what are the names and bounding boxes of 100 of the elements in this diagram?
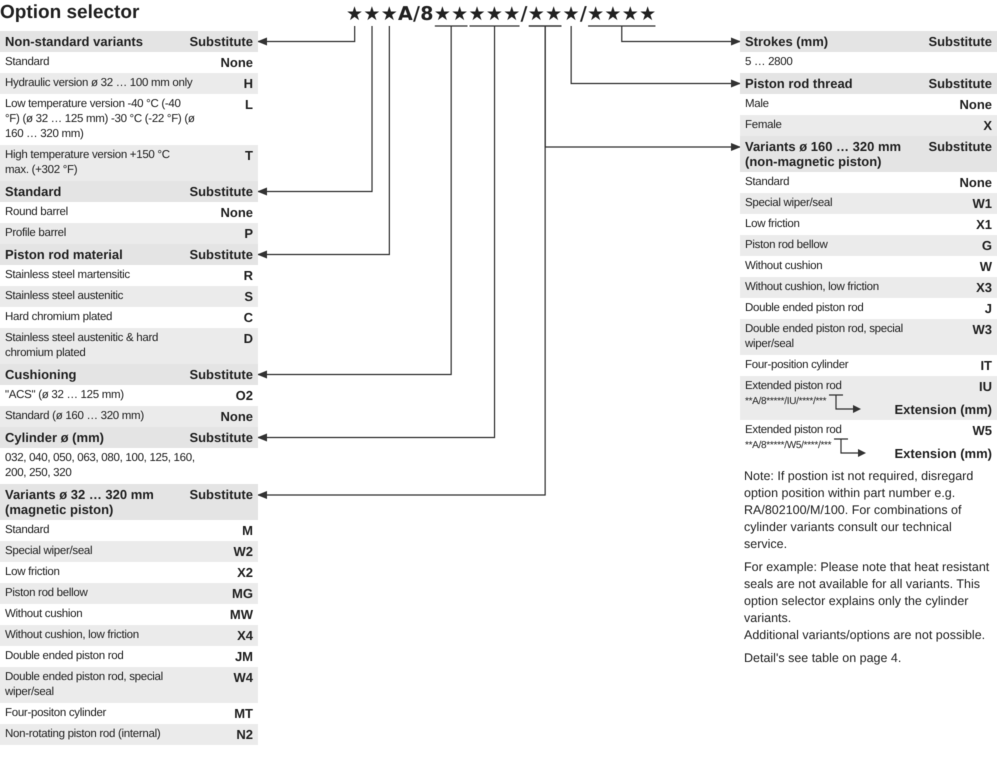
- table-title: Standard: [5, 184, 62, 199]
- option-label: Four-position cylinder: [745, 358, 848, 373]
- option-code: H: [244, 76, 253, 91]
- option-code: X1: [976, 217, 992, 232]
- option-code: JM: [234, 649, 253, 664]
- column-heading: Substitute: [189, 487, 253, 502]
- option-code: W5: [972, 423, 992, 438]
- option-code: X3: [976, 280, 992, 295]
- option-code: W1: [972, 196, 992, 211]
- option-code: W2: [234, 544, 253, 559]
- option-code: None: [220, 205, 253, 220]
- option-code: IT: [980, 358, 992, 373]
- option-label: Without cushion: [745, 259, 822, 274]
- option-code: MG: [232, 586, 253, 601]
- option-label: Double ended piston rod: [745, 301, 864, 316]
- note-text: Additional variants/options are not possible.: [744, 627, 986, 644]
- option-code: S: [244, 289, 253, 304]
- option-code: O2: [236, 388, 253, 403]
- title: Option selector: [0, 2, 140, 24]
- option-table: [0, 484, 258, 745]
- option-table: [740, 136, 997, 464]
- table-row: [0, 223, 258, 244]
- column-heading: Substitute: [189, 367, 253, 382]
- option-code: None: [960, 97, 992, 112]
- option-code: None: [220, 55, 253, 70]
- option-label: Stainless steel austenitic & hard chromium plated: [5, 331, 160, 361]
- arrow: [257, 26, 390, 258]
- option-label: Low temperature version -40 °C (-40 °F) (ø 32 … 125 mm) -30 °C (-22 °F) (ø 160 … 320 mm): [5, 97, 195, 142]
- column-heading: Substitute: [928, 76, 992, 91]
- table-title: Strokes (mm): [745, 34, 828, 49]
- option-label: Low friction: [5, 565, 60, 580]
- table-title: Variants ø 32 … 320 mm (magnetic piston): [5, 487, 155, 517]
- option-table: [0, 31, 258, 181]
- option-label: Hydraulic version ø 32 … 100 mm only: [5, 76, 192, 91]
- option-label: Non-rotating piston rod (internal): [5, 727, 160, 742]
- option-table: [740, 73, 997, 136]
- option-label: Double ended piston rod, special wiper/seal: [5, 670, 164, 700]
- option-code: C: [244, 310, 253, 325]
- option-label: Special wiper/seal: [745, 196, 832, 211]
- table-row: [740, 115, 997, 136]
- option-label: Round barrel: [5, 205, 68, 220]
- table-title: Cylinder ø (mm): [5, 430, 104, 445]
- table-title: Non-standard variants: [5, 34, 143, 49]
- part-number-code: ★★★A/8★★★★★/★★★/★★★★: [346, 3, 656, 25]
- option-label: Female: [745, 118, 782, 133]
- option-label: Extended piston rod: [745, 379, 842, 394]
- arrow: [570, 26, 741, 88]
- option-code: W3: [972, 322, 992, 337]
- option-label: Piston rod bellow: [745, 238, 828, 253]
- extension-label: Extension (mm): [894, 402, 992, 417]
- option-label: Without cushion: [5, 607, 82, 622]
- table-title: Cushioning: [5, 367, 76, 382]
- table-title: Piston rod thread: [745, 76, 853, 91]
- column-heading: Substitute: [189, 34, 253, 49]
- option-code: W4: [234, 670, 253, 685]
- option-code: None: [220, 409, 253, 424]
- example-code: **A/8*****/W5/****/***: [745, 439, 832, 453]
- option-label: Stainless steel martensitic: [5, 268, 130, 283]
- arrow: [257, 26, 452, 378]
- option-label: Low friction: [745, 217, 800, 232]
- option-table: [0, 181, 258, 244]
- option-label: Standard: [5, 55, 50, 70]
- arrow: [257, 26, 373, 196]
- option-label: Stainless steel austenitic: [5, 289, 124, 304]
- column-heading: Substitute: [928, 34, 992, 49]
- option-label: 5 … 2800: [745, 55, 792, 70]
- option-code: W: [980, 259, 992, 274]
- column-heading: Substitute: [189, 184, 253, 199]
- option-code: N2: [236, 727, 253, 742]
- option-label: Standard: [745, 175, 790, 190]
- extension-label: Extension (mm): [894, 446, 992, 461]
- column-heading: Substitute: [189, 247, 253, 262]
- option-code: D: [244, 331, 253, 346]
- table-row: [0, 328, 258, 364]
- example-code: **A/8*****/IU/****/***: [745, 395, 826, 409]
- option-table: [0, 364, 258, 427]
- option-label: Male: [745, 97, 769, 112]
- option-code: G: [982, 238, 992, 253]
- table-row: [740, 376, 997, 420]
- option-code: MT: [234, 706, 253, 721]
- option-label: "ACS" (ø 32 … 125 mm): [5, 388, 124, 403]
- table-row: [0, 145, 258, 181]
- note-text: For example: Please note that heat resistant seals are not available for all variants. This option selector explains only the cylinder variants.: [744, 559, 990, 627]
- option-code: X: [983, 118, 992, 133]
- option-label: Four-positon cylinder: [5, 706, 106, 721]
- option-label: Standard (ø 160 … 320 mm): [5, 409, 144, 424]
- option-code: None: [960, 175, 992, 190]
- table-row: [0, 406, 258, 427]
- option-label: Without cushion, low friction: [5, 628, 139, 643]
- option-code: MW: [230, 607, 253, 622]
- arrow: [257, 26, 356, 46]
- arrow: [257, 26, 496, 442]
- option-code: X2: [237, 565, 253, 580]
- option-code: P: [244, 226, 253, 241]
- arrow: [544, 26, 741, 151]
- option-label: Profile barrel: [5, 226, 66, 241]
- option-label: Piston rod bellow: [5, 586, 88, 601]
- option-code: IU: [979, 379, 992, 394]
- note-text: Note: If postion ist not required, disregard option position within part number e.g. RA/802100/M/100. For combinations of cylinder variants consult our technical service.: [744, 468, 974, 553]
- option-code: X4: [237, 628, 253, 643]
